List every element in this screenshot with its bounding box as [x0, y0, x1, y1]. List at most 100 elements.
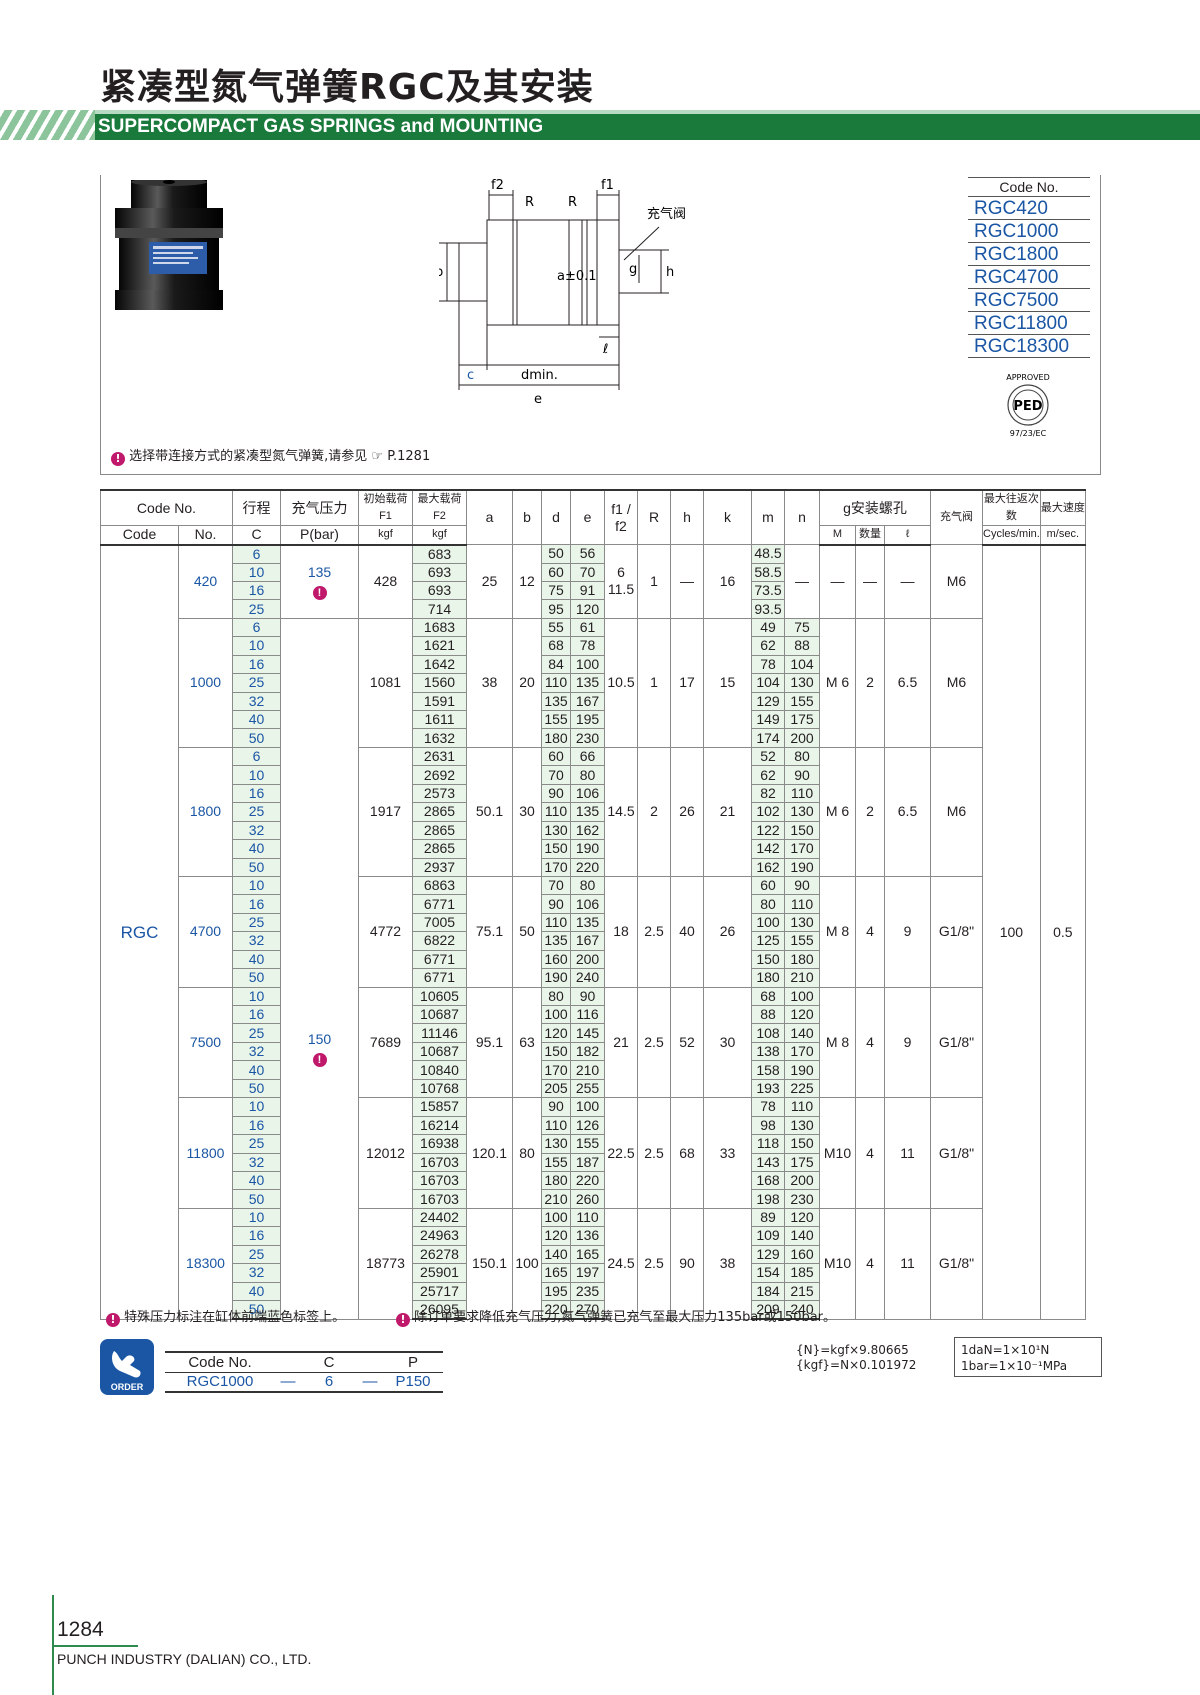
model-number: 11800 — [178, 1097, 233, 1209]
header-n: n — [784, 489, 820, 545]
dim-n-cell: 150 — [784, 820, 820, 841]
stroke-cell: 16 — [232, 654, 281, 675]
thread-size: — — [819, 544, 856, 619]
dim-h: 68 — [670, 1097, 704, 1209]
max-load-cell: 10840 — [412, 1060, 467, 1080]
order-dash: — — [357, 1372, 383, 1393]
dim-n-cell: 215 — [784, 1281, 820, 1302]
technical-drawing: f2 R R f1 充气阀 b a±0.1 g h ℓ c dmin. e — [439, 178, 686, 407]
dim-n-cell: 175 — [784, 709, 820, 730]
charge-valve: G1/8" — [930, 1207, 983, 1320]
max-load-cell: 10768 — [412, 1078, 467, 1099]
dim-n-cell: 80 — [784, 746, 820, 767]
dim-h: 90 — [670, 1207, 704, 1320]
max-load-cell: 2692 — [412, 765, 467, 785]
dim-m-cell: 122 — [751, 820, 785, 841]
dim-e-cell: 167 — [570, 691, 605, 712]
code-series: RGC — [100, 544, 179, 1320]
info-mark-icon: ! — [312, 1052, 327, 1067]
dim-m-cell: 48.5 — [751, 544, 785, 564]
max-load-cell: 26278 — [412, 1244, 467, 1265]
stroke-cell: 16 — [232, 894, 281, 914]
dim-e-cell: 235 — [570, 1281, 605, 1302]
charge-valve: M6 — [930, 746, 983, 877]
max-load-cell: 26095 — [412, 1300, 467, 1320]
dim-e-cell: 135 — [570, 673, 605, 693]
dim-e-cell: 120 — [570, 599, 605, 619]
header-k: k — [703, 489, 752, 545]
dim-n-cell: 150 — [784, 1134, 820, 1154]
dim-a: 120.1 — [466, 1097, 513, 1209]
hole-qty: 4 — [855, 1097, 885, 1209]
dim-f1f2: 21 — [604, 986, 638, 1099]
stroke-cell: 25 — [232, 802, 281, 822]
dim-e-cell: 155 — [570, 1134, 605, 1154]
model-number: 420 — [178, 544, 233, 619]
charge-valve: M6 — [930, 544, 983, 619]
dim-n-cell: 160 — [784, 1244, 820, 1265]
note-charge-pressure: 除订单要求降低充气压力,氮气弹簧已充气至最大压力135bar或150bar。 — [414, 1310, 837, 1325]
dim-e-cell: 135 — [570, 912, 605, 933]
charge-valve: G1/8" — [930, 986, 983, 1099]
dim-d-cell: 90 — [541, 894, 571, 914]
dim-m-cell: 62 — [751, 765, 785, 785]
dim-h: 26 — [670, 746, 704, 877]
dim-d-cell: 90 — [541, 1097, 571, 1117]
code-item: RGC420 — [968, 197, 1090, 220]
dim-a: 25 — [466, 544, 513, 619]
dim-r: 2.5 — [637, 1097, 671, 1209]
header-stroke: 行程 — [232, 489, 281, 526]
unit-conversion: {N}=kgf×9.80665 {kgf}=N×0.101972 — [796, 1343, 916, 1373]
dim-a: 75.1 — [466, 875, 513, 988]
dim-e-cell: 270 — [570, 1300, 605, 1320]
dim-n: — — [784, 544, 820, 619]
max-load-cell: 1591 — [412, 691, 467, 712]
label-l: ℓ — [602, 342, 608, 357]
dim-n-cell: 225 — [784, 1078, 820, 1099]
code-item: RGC7500 — [968, 289, 1090, 312]
model-number: 18300 — [178, 1207, 233, 1320]
stroke-cell: 6 — [232, 746, 281, 767]
label-dmin: dmin. — [521, 368, 558, 383]
max-load-cell: 2865 — [412, 802, 467, 822]
stroke-cell: 16 — [232, 580, 281, 601]
label-b: b — [439, 265, 443, 280]
dim-e-cell: 90 — [570, 986, 605, 1007]
dim-e-cell: 100 — [570, 654, 605, 675]
thread-size: M 6 — [819, 617, 856, 748]
label-r-right: R — [568, 195, 577, 210]
dim-r: 1 — [637, 617, 671, 748]
order-header-code: Code No. — [165, 1351, 275, 1373]
info-mark-icon: ! — [106, 1313, 120, 1327]
dim-n-cell: 190 — [784, 1060, 820, 1080]
header-f1: 初始载荷F1 — [358, 489, 413, 526]
dim-b: 80 — [512, 1097, 542, 1209]
dim-d-cell: 110 — [541, 912, 571, 933]
note-charge-pressure-wrap: ! 除订单要求降低充气压力,氮气弹簧已充气至最大压力135bar或150bar。 — [396, 1306, 836, 1327]
dim-d-cell: 50 — [541, 544, 571, 564]
dim-m-cell: 108 — [751, 1023, 785, 1043]
code-list-header: Code No. — [968, 177, 1090, 197]
dim-m-cell: 52 — [751, 746, 785, 767]
stroke-cell: 40 — [232, 709, 281, 730]
dim-f1f2: 10.5 — [604, 617, 638, 748]
dim-m-cell: 68 — [751, 986, 785, 1007]
stroke-cell: 25 — [232, 1134, 281, 1154]
dim-m-cell: 142 — [751, 839, 785, 859]
dim-d-cell: 220 — [541, 1300, 571, 1320]
max-load-cell: 2573 — [412, 783, 467, 804]
max-load-cell: 1683 — [412, 617, 467, 638]
max-speed: 0.5 — [1039, 544, 1086, 1320]
dim-d-cell: 150 — [541, 1041, 571, 1062]
initial-load: 18773 — [358, 1207, 413, 1320]
